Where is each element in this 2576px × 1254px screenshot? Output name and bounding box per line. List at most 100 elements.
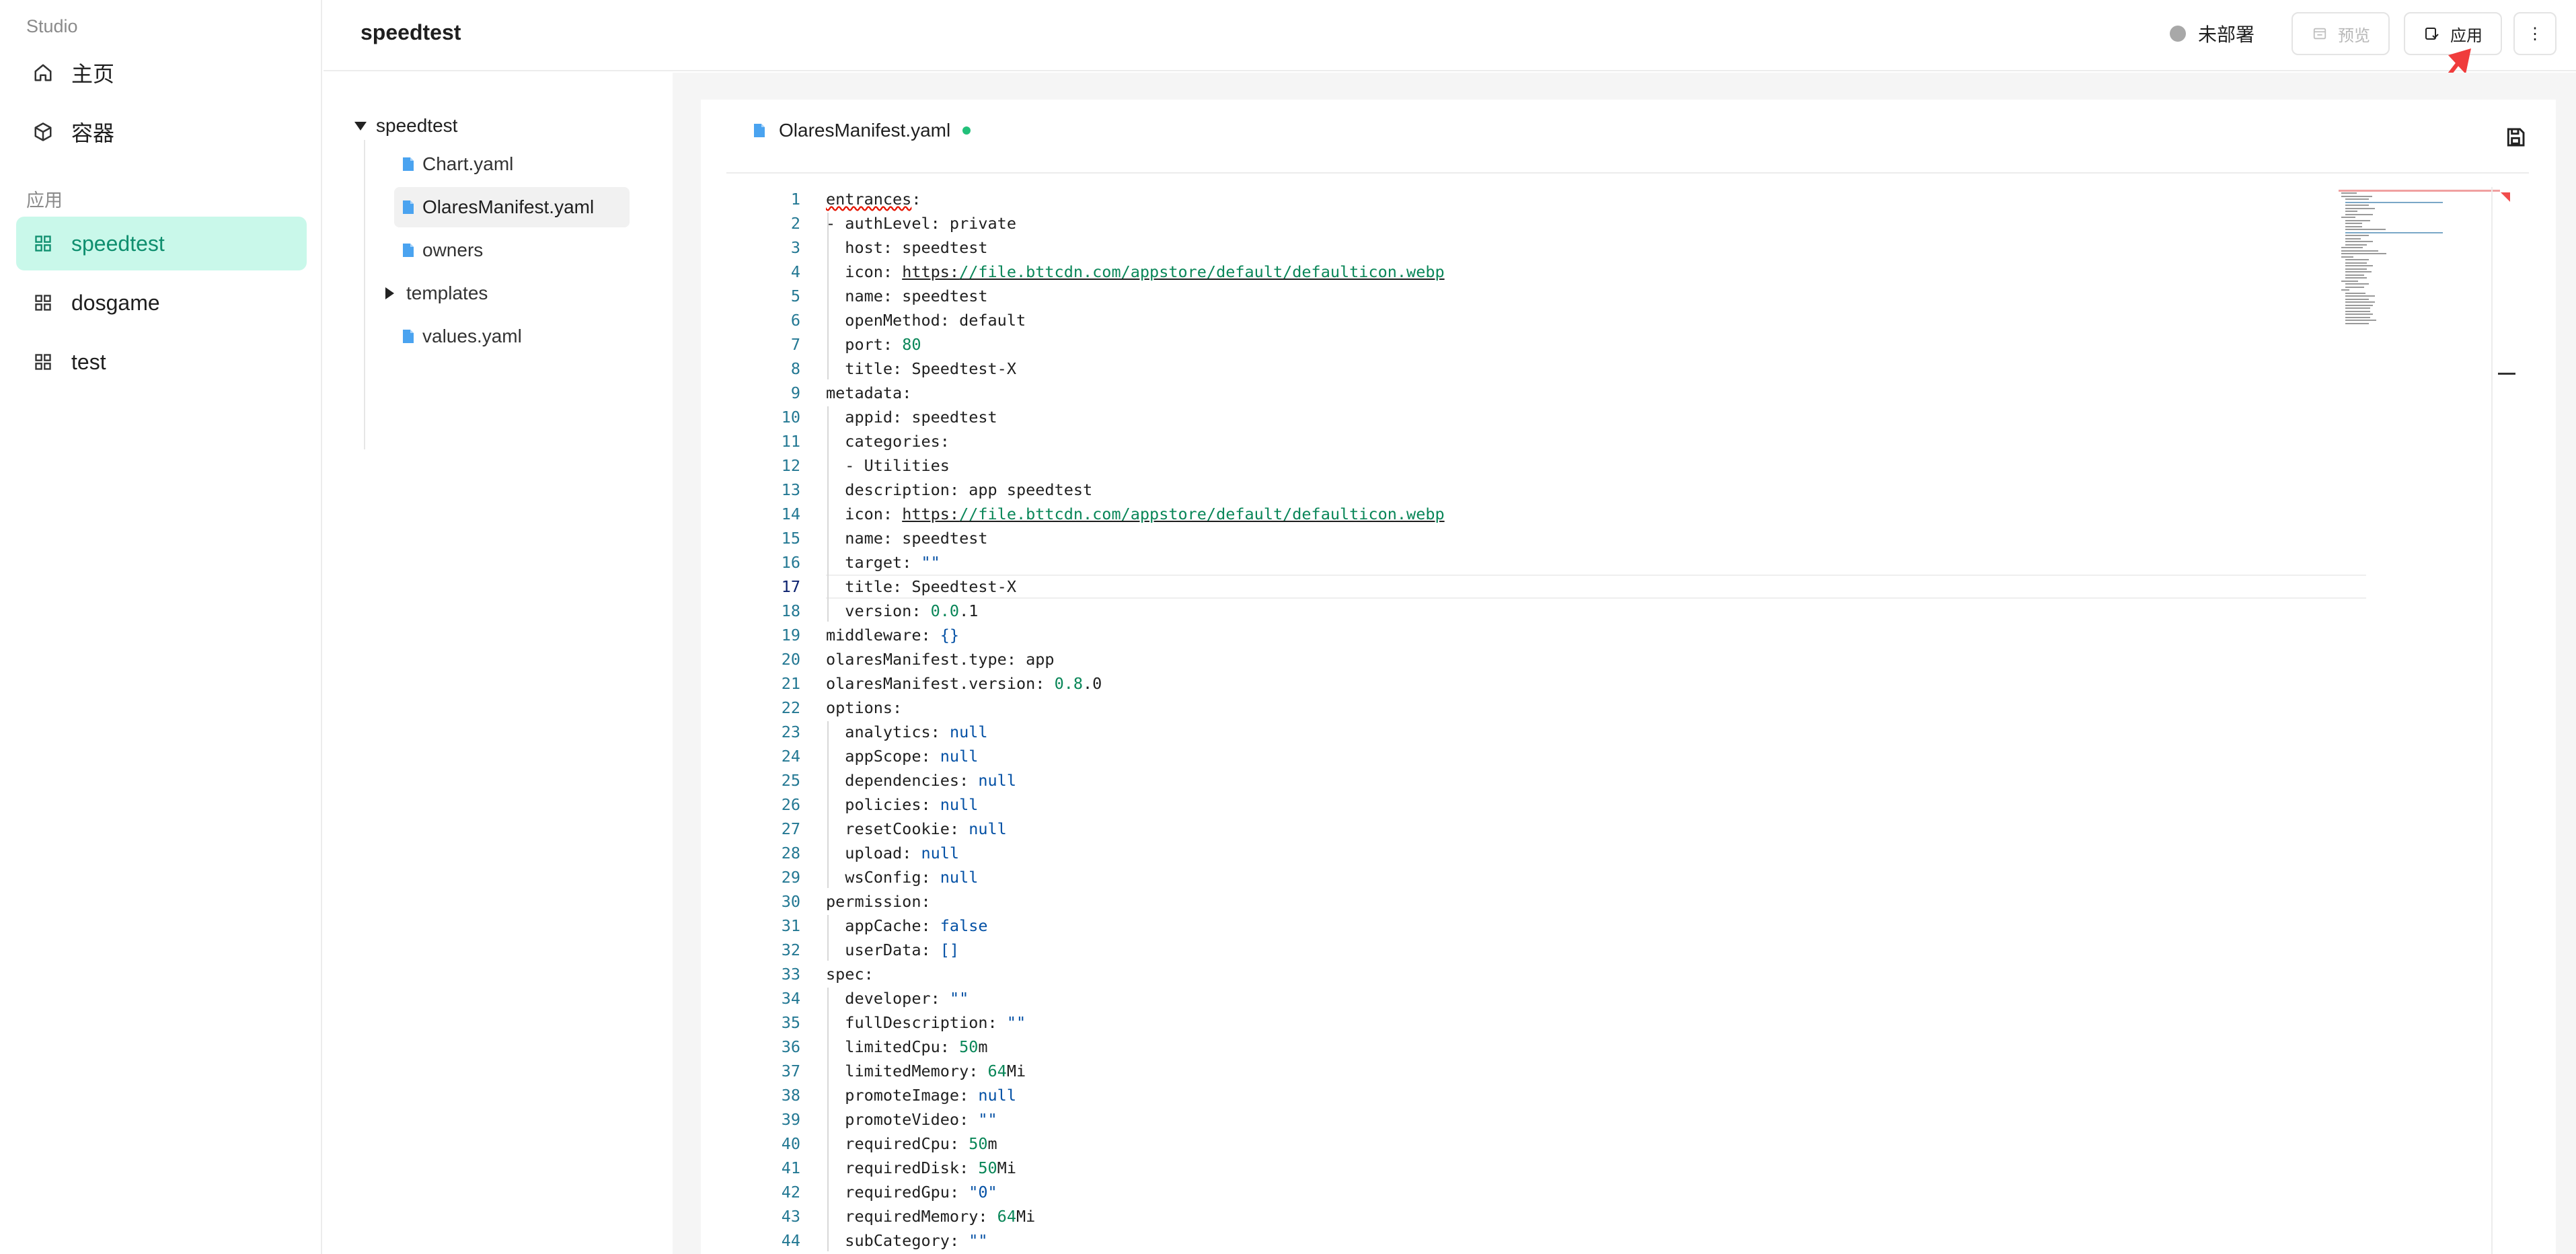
code-line[interactable]: 11 categories:	[726, 429, 2502, 453]
code-text: promoteVideo: ""	[845, 1110, 997, 1129]
studio-label: Studio	[26, 16, 78, 36]
sidebar-item-containers[interactable]: 容器	[16, 105, 307, 159]
code-text: wsConfig: null	[845, 868, 979, 887]
line-number: 17	[781, 577, 800, 596]
minimap-line	[2345, 286, 2364, 288]
code-text: spec:	[826, 965, 874, 984]
code-line[interactable]: 32 userData: []	[726, 938, 2502, 962]
minimap-line	[2341, 195, 2372, 197]
code-line[interactable]: 44 subCategory: ""	[726, 1228, 2502, 1253]
code-line[interactable]: 33 spec:	[726, 962, 2502, 986]
code-line[interactable]: 13 description: app speedtest	[726, 478, 2502, 502]
minimap-line	[2341, 253, 2386, 254]
editor-tab-label: OlaresManifest.yaml	[779, 120, 951, 141]
grid-icon	[31, 291, 55, 315]
code-line[interactable]: 25 dependencies: null	[726, 768, 2502, 792]
tree-root[interactable]: speedtest	[354, 108, 457, 144]
minimap-line	[2341, 289, 2349, 291]
code-line[interactable]: 36 limitedCpu: 50m	[726, 1035, 2502, 1059]
code-line[interactable]: 41 requiredDisk: 50Mi	[726, 1156, 2502, 1180]
code-line[interactable]: 27 resetCookie: null	[726, 817, 2502, 841]
code-line[interactable]: 3 host: speedtest	[726, 235, 2502, 260]
code-line[interactable]: 18 version: 0.0.1	[726, 599, 2502, 623]
tree-file-values[interactable]: values.yaml	[394, 316, 630, 357]
code-text: fullDescription: ""	[845, 1013, 1026, 1032]
line-number: 6	[790, 311, 800, 330]
code-line[interactable]: 28 upload: null	[726, 841, 2502, 865]
code-text: - authLevel: private	[826, 214, 1016, 233]
code-line[interactable]: 43 requiredMemory: 64Mi	[726, 1204, 2502, 1228]
grid-icon	[31, 231, 55, 256]
grid-icon	[31, 350, 55, 374]
code-line[interactable]: 16 target: ""	[726, 550, 2502, 575]
tree-file-olaresmanifest[interactable]: OlaresManifest.yaml	[394, 187, 630, 227]
code-line[interactable]: 39 promoteVideo: ""	[726, 1107, 2502, 1132]
minimap-line	[2345, 301, 2375, 303]
more-button[interactable]: ⋮	[2513, 12, 2556, 55]
apply-label: 应用	[2450, 26, 2483, 45]
minimap-line	[2345, 219, 2370, 221]
minimap-line	[2345, 295, 2375, 297]
line-number: 33	[781, 965, 800, 984]
apply-button[interactable]: 应用	[2404, 12, 2502, 55]
line-number: 43	[781, 1207, 800, 1226]
error-marker-icon	[2501, 192, 2510, 202]
preview-button[interactable]: 预览	[2291, 12, 2390, 55]
code-line[interactable]: 42 requiredGpu: "0"	[726, 1180, 2502, 1204]
sidebar-item-speedtest[interactable]: speedtest	[16, 217, 307, 270]
tree-file-owners[interactable]: owners	[394, 230, 630, 270]
sidebar-item-label: dosgame	[71, 290, 160, 315]
editor-tab[interactable]: OlaresManifest.yaml	[753, 120, 971, 141]
code-line[interactable]: 26 policies: null	[726, 792, 2502, 817]
status-dot	[2170, 26, 2186, 42]
line-number: 10	[781, 408, 800, 427]
sidebar-item-dosgame[interactable]: dosgame	[16, 276, 307, 330]
minimap-line	[2345, 201, 2443, 203]
code-line[interactable]: 5 name: speedtest	[726, 284, 2502, 308]
code-text: requiredCpu: 50m	[845, 1134, 997, 1153]
scrollbar-track[interactable]	[2491, 187, 2493, 1254]
code-line[interactable]: 31 appCache: false	[726, 914, 2502, 938]
tree-folder-templates[interactable]: templates	[377, 273, 613, 314]
code-line[interactable]: 40 requiredCpu: 50m	[726, 1132, 2502, 1156]
code-line[interactable]: 37 limitedMemory: 64Mi	[726, 1059, 2502, 1083]
save-icon[interactable]	[2505, 126, 2526, 148]
minimap[interactable]	[2339, 187, 2507, 1250]
code-line[interactable]: 6 openMethod: default	[726, 308, 2502, 332]
code-line[interactable]: 2- authLevel: private	[726, 211, 2502, 235]
code-text: middleware: {}	[826, 626, 960, 644]
minimap-line	[2345, 307, 2370, 309]
code-line[interactable]: 24 appScope: null	[726, 744, 2502, 768]
minimap-line	[2345, 304, 2374, 306]
code-line[interactable]: 38 promoteImage: null	[726, 1083, 2502, 1107]
code-line[interactable]: 10 appid: speedtest	[726, 405, 2502, 429]
code-text: policies: null	[845, 795, 979, 814]
minimap-line	[2341, 280, 2359, 282]
code-line[interactable]: 15 name: speedtest	[726, 526, 2502, 550]
code-line[interactable]: 12 - Utilities	[726, 453, 2502, 478]
minimap-line	[2345, 265, 2374, 266]
file-icon	[403, 157, 414, 171]
code-text: permission:	[826, 892, 931, 911]
sidebar-item-home[interactable]: 主页	[16, 46, 307, 100]
code-line[interactable]: 23 analytics: null	[726, 720, 2502, 744]
code-line[interactable]: 4 icon: https://file.bttcdn.com/appstore…	[726, 260, 2502, 284]
code-line[interactable]: 14 icon: https://file.bttcdn.com/appstor…	[726, 502, 2502, 526]
indent-guide	[827, 915, 829, 961]
code-line[interactable]: 8 title: Speedtest-X	[726, 357, 2502, 381]
sidebar-item-test[interactable]: test	[16, 335, 307, 389]
code-line[interactable]: 17 title: Speedtest-X	[726, 575, 2502, 599]
code-line[interactable]: 34 developer: ""	[726, 986, 2502, 1010]
code-line[interactable]: 7 port: 80	[726, 332, 2502, 357]
tree-file-chart[interactable]: Chart.yaml	[394, 144, 630, 184]
code-line[interactable]: 35 fullDescription: ""	[726, 1010, 2502, 1035]
code-line[interactable]: 29 wsConfig: null	[726, 865, 2502, 889]
